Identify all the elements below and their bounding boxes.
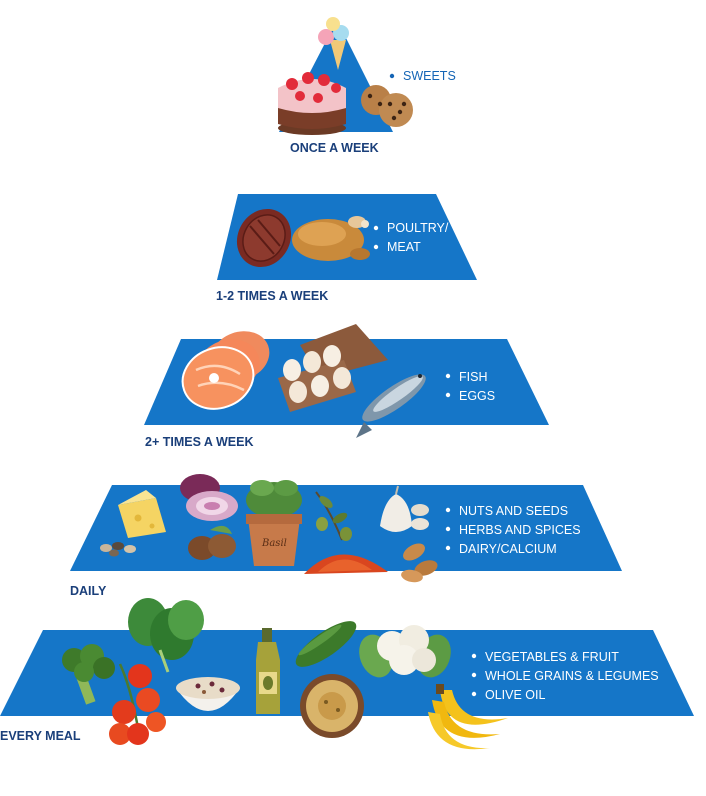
banana-icon <box>428 684 508 750</box>
tier-sweets-item-1: SWEETS <box>403 69 456 83</box>
daily-bullet-2 <box>445 526 451 532</box>
tier-poultry-meat-item-1: POULTRY/ <box>387 221 449 235</box>
steak-icon <box>236 208 292 268</box>
tier-fish-eggs: FISH EGGS 2+ TIMES A WEEK <box>144 324 549 449</box>
cake-icon <box>278 72 346 135</box>
basil-pot-icon: Basil <box>246 480 302 566</box>
poultry-bullet-2 <box>373 244 379 250</box>
tier-every-meal-item-2: WHOLE GRAINS & LEGUMES <box>485 669 659 683</box>
ice-cream-icon <box>318 17 349 70</box>
oatmeal-bowl-icon <box>176 677 240 711</box>
tier-fish-eggs-frequency: 2+ TIMES A WEEK <box>145 435 253 449</box>
fish-bullet-2 <box>445 392 451 398</box>
onion-icon <box>180 474 238 521</box>
egg-carton-icon <box>278 324 388 412</box>
tier-sweets: SWEETS ONCE A WEEK <box>278 17 456 155</box>
tier-every-meal-item-1: VEGETABLES & FRUIT <box>485 650 619 664</box>
olive-branch-icon <box>315 491 352 541</box>
tier-daily-item-2: HERBS AND SPICES <box>459 523 581 537</box>
daily-bullet-3 <box>445 545 451 551</box>
tier-daily: Basil NUTS AND SEEDS HERBS AND SPICES <box>70 474 622 598</box>
tier-fish-eggs-item-1: FISH <box>459 370 487 384</box>
tomato-vine-icon <box>109 663 166 745</box>
seeds-icon <box>100 542 136 557</box>
hummus-icon <box>300 674 364 738</box>
every-meal-bullet-2 <box>471 672 477 678</box>
almonds-icon <box>401 543 438 583</box>
olive-oil-bottle-icon <box>256 628 280 714</box>
tier-sweets-frequency: ONCE A WEEK <box>290 141 379 155</box>
fish-bullet-1 <box>445 373 451 379</box>
poultry-bullet-1 <box>373 225 379 231</box>
fish-icon <box>356 374 426 438</box>
garlic-icon <box>380 485 429 532</box>
spice-pile-icon <box>304 554 388 574</box>
broccoli-icon <box>62 644 115 705</box>
tier-every-meal-frequency: EVERY MEAL <box>0 729 81 743</box>
cookies-icon <box>361 85 413 127</box>
salmon-steak-icon <box>181 331 270 410</box>
every-meal-bullet-3 <box>471 691 477 697</box>
tier-poultry-meat-frequency: 1-2 TIMES A WEEK <box>216 289 328 303</box>
tier-daily-item-3: DAIRY/CALCIUM <box>459 542 557 556</box>
tier-poultry-meat: POULTRY/ MEAT 1-2 TIMES A WEEK <box>216 194 477 303</box>
cheese-icon <box>118 490 166 538</box>
tier-daily-item-1: NUTS AND SEEDS <box>459 504 568 518</box>
cauliflower-icon <box>359 625 451 678</box>
tier-fish-eggs-item-2: EGGS <box>459 389 495 403</box>
roast-chicken-icon <box>292 216 370 261</box>
tier-daily-frequency: DAILY <box>70 584 107 598</box>
tier-poultry-meat-item-2: MEAT <box>387 240 421 254</box>
tier-every-meal: VEGETABLES & FRUIT WHOLE GRAINS & LEGUME… <box>0 598 694 750</box>
every-meal-bullet-1 <box>471 653 477 659</box>
tier-every-meal-item-3: OLIVE OIL <box>485 688 545 702</box>
daily-bullet-1 <box>445 507 451 513</box>
spinach-icon <box>128 598 204 673</box>
cucumber-icon <box>295 621 357 667</box>
basil-pot-label: Basil <box>261 538 287 549</box>
sweets-bullet <box>389 73 395 79</box>
hazelnut-icon <box>188 525 236 560</box>
